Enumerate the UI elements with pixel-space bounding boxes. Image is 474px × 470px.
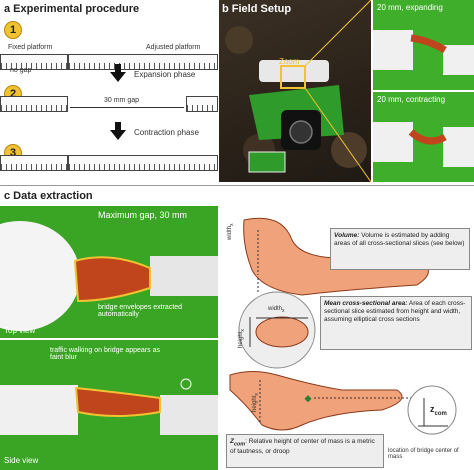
width-x-ellipse-label: widthx bbox=[268, 306, 285, 314]
side-view-shape bbox=[229, 371, 403, 431]
ruler-adjusted-1 bbox=[68, 54, 218, 70]
traffic-note: traffic walking on bridge appears as fai… bbox=[50, 347, 160, 361]
zcom-circle bbox=[407, 385, 457, 435]
side-view-illustration bbox=[0, 378, 218, 435]
side-view-photo: traffic walking on bridge appears as fai… bbox=[0, 340, 218, 470]
panel-c-title: c Data extraction bbox=[4, 190, 93, 202]
center-mark-side bbox=[304, 395, 312, 403]
volume-info-box: Volume: Volume is estimated by adding ar… bbox=[330, 228, 470, 270]
zcom-title: Z bbox=[230, 438, 234, 445]
mean-area-title: Mean cross-sectional area: bbox=[324, 300, 408, 307]
gap-dimension-line bbox=[70, 107, 184, 108]
height-x-side-label: heightx bbox=[252, 393, 260, 412]
top-view-illustration bbox=[0, 221, 218, 331]
gap-label: 30 mm gap bbox=[104, 97, 140, 104]
panel-a: a Experimental procedure 1 Fixed platfor… bbox=[0, 0, 218, 182]
zoom-photo-contracting: 20 mm, contracting bbox=[373, 92, 474, 182]
height-x-side-sub: x bbox=[254, 393, 261, 396]
cross-section-ellipse bbox=[255, 316, 309, 348]
contraction-phase-label: Contraction phase bbox=[134, 128, 199, 137]
max-gap-label: Maximum gap, 30 mm bbox=[98, 210, 188, 220]
expansion-arrow-stem bbox=[115, 64, 121, 72]
height-x-ellipse-text: height bbox=[238, 331, 244, 348]
mean-area-text: Area of each cross-sectional slice estim… bbox=[324, 300, 466, 324]
height-x-ellipse-sub: x bbox=[240, 329, 247, 332]
adjusted-platform-label: Adjusted platform bbox=[146, 44, 201, 51]
width-x-label: widthx bbox=[227, 223, 235, 240]
zcom-axis-sub: com bbox=[434, 410, 447, 417]
ruler-fixed-3 bbox=[0, 155, 68, 171]
expansion-phase-label: Expansion phase bbox=[134, 70, 196, 79]
fixed-platform-label: Fixed platform bbox=[8, 44, 53, 51]
width-x-ellipse-text: width bbox=[268, 306, 283, 312]
contracting-label: 20 mm, contracting bbox=[377, 95, 446, 104]
section-divider bbox=[0, 185, 474, 186]
mean-area-info-box: Mean cross-sectional area: Area of each … bbox=[320, 296, 472, 350]
legend-text: location of bridge center of mass bbox=[388, 448, 459, 460]
zcom-title-sub: com bbox=[233, 441, 246, 448]
contracting-illustration bbox=[373, 122, 474, 167]
height-x-side-text: height bbox=[252, 395, 258, 412]
zoom-label: Zoom bbox=[279, 57, 300, 66]
panel-b-title: b Field Setup bbox=[222, 3, 292, 15]
ruler-adjusted-3 bbox=[68, 155, 218, 171]
width-x-sub: x bbox=[229, 223, 236, 226]
zcom-axis-text: z bbox=[430, 404, 435, 414]
top-view-shape bbox=[243, 217, 429, 296]
bridge-note: bridge envelopes extracted automatically bbox=[98, 304, 183, 318]
volume-title: Volume: bbox=[334, 232, 360, 239]
height-x-ellipse-label: heightx bbox=[238, 329, 246, 348]
no-gap-label: no gap bbox=[10, 67, 32, 74]
panel-b-photo: b Field Setup Zoom bbox=[219, 0, 371, 182]
zoom-photo-expanding: 20 mm, expanding bbox=[373, 0, 474, 90]
expansion-arrow-icon bbox=[110, 72, 126, 82]
ruler-fixed-2 bbox=[0, 96, 68, 112]
expanding-label: 20 mm, expanding bbox=[377, 3, 443, 12]
zcom-axis-label: zcom bbox=[430, 404, 447, 417]
zcom-text: : Relative height of center of mass is a… bbox=[230, 438, 375, 456]
contraction-arrow-icon bbox=[110, 130, 126, 140]
data-extraction-diagram bbox=[229, 217, 457, 460]
zcom-info-box: Zcom: Relative height of center of mass … bbox=[226, 434, 384, 468]
step-1-badge: 1 bbox=[4, 21, 22, 39]
ruler-fixed-1 bbox=[0, 54, 68, 70]
width-x-text: width bbox=[227, 225, 233, 240]
top-view-photo: Maximum gap, 30 mm bridge envelopes extr… bbox=[0, 206, 218, 338]
contraction-arrow-stem bbox=[115, 122, 121, 130]
field-setup-illustration bbox=[225, 0, 371, 182]
expanding-illustration bbox=[373, 30, 474, 75]
volume-text: Volume is estimated by adding areas of a… bbox=[334, 232, 465, 248]
width-x-ellipse-sub: x bbox=[282, 308, 285, 315]
ruler-adjusted-2 bbox=[186, 96, 218, 112]
top-view-label: Top view bbox=[4, 326, 36, 335]
panel-a-title: a Experimental procedure bbox=[4, 3, 140, 15]
side-view-label: Side view bbox=[4, 456, 39, 465]
